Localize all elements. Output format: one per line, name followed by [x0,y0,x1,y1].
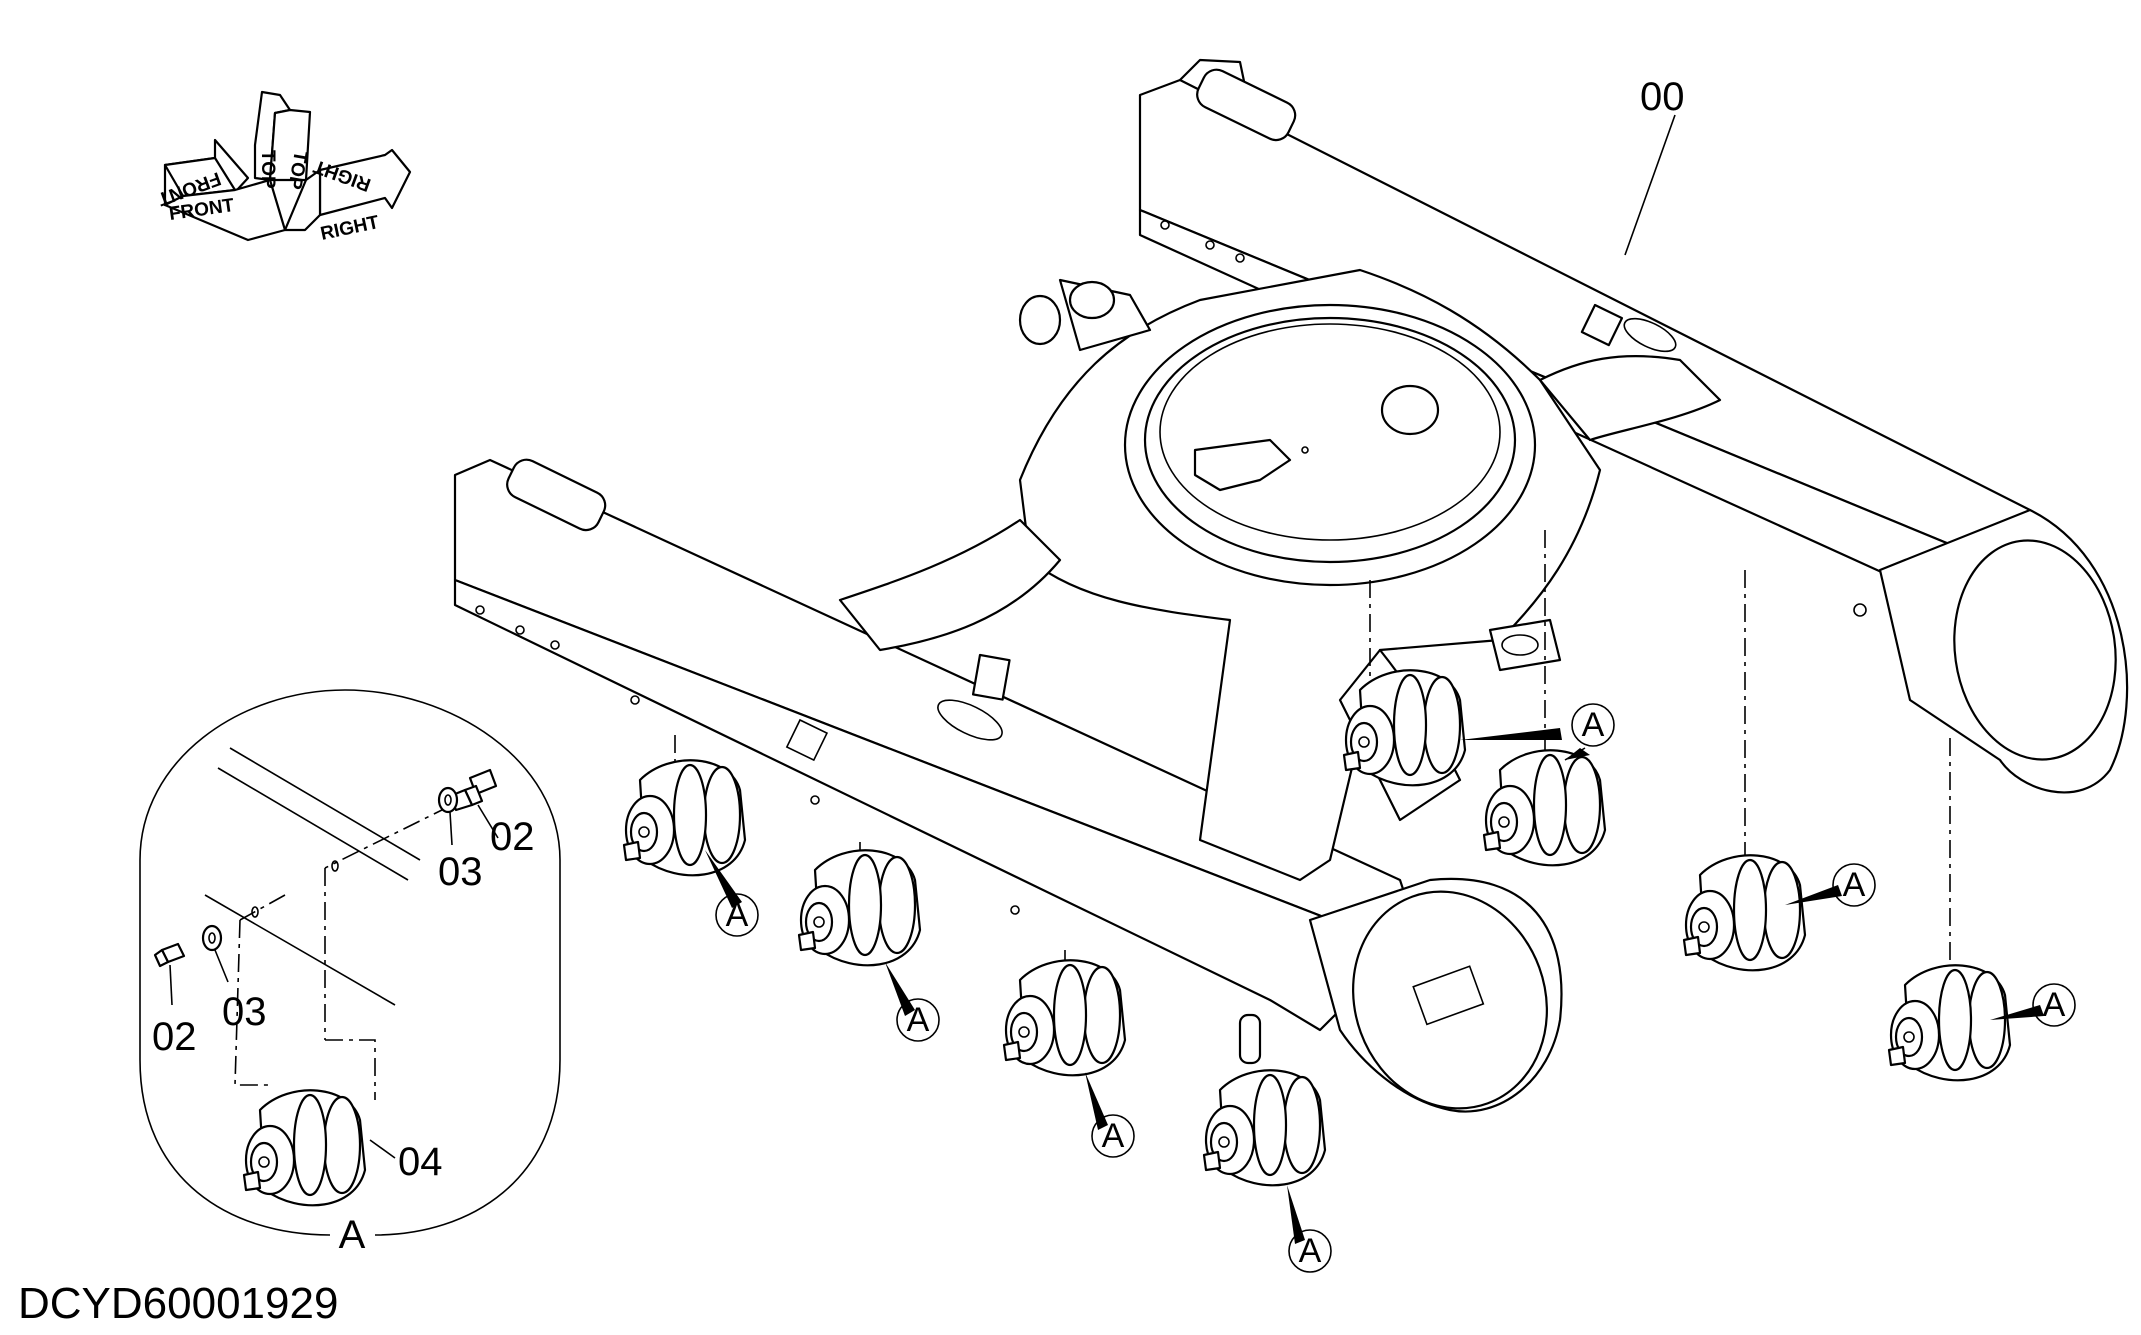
top-label-left: TOP [257,150,278,189]
part-number-frame: 00 [1640,75,1685,119]
drawing-code: DCYD60001929 [18,1279,338,1328]
part-number-washer: 03 [438,850,483,894]
track-roller-detail [242,1089,367,1207]
callout-letter: A [1582,706,1605,744]
track-roller-2 [797,849,922,967]
track-roller-1 [622,759,747,877]
orientation-arrow-icon: FRONT FRONT TOP TOP RIGHT RIGHT [154,90,412,245]
detail-callouts: A A A A A A A [705,703,2076,1273]
part-number-bolt: 02 [490,815,535,859]
callout-letter: A [2043,986,2066,1024]
bolt-icon [448,768,498,812]
callout-letter: A [1843,866,1866,904]
detail-view-label: A [339,1213,366,1257]
callout-circle [1091,1114,1135,1158]
callout-circle [1571,703,1615,747]
callout-letter: A [726,896,749,934]
callout-circle [1832,863,1876,907]
bolt-icon [153,942,186,968]
track-roller-3 [1002,959,1127,1077]
track-frame [453,58,2129,1113]
callout-letter: A [1299,1232,1322,1270]
washer-icon [201,924,223,952]
washer-icon [437,786,459,814]
track-roller-4 [1202,1069,1327,1187]
part-number-roller: 04 [398,1140,443,1184]
track-roller-6 [1482,749,1607,867]
callout-circle [2032,983,2076,1027]
callout-circle [896,998,940,1042]
callout-letter: A [907,1001,930,1039]
callout-circle [1288,1229,1332,1273]
callout-letter: A [1102,1117,1125,1155]
right-label: RIGHT [319,212,382,245]
track-roller-5 [1342,669,1467,787]
part-number-bolt: 02 [152,1015,197,1059]
callout-circle [715,893,759,937]
part-number-washer: 03 [222,990,267,1034]
track-roller-8 [1887,964,2012,1082]
detail-view-a: A 02 03 02 03 04 [139,689,561,1257]
track-roller-7 [1682,854,1807,972]
